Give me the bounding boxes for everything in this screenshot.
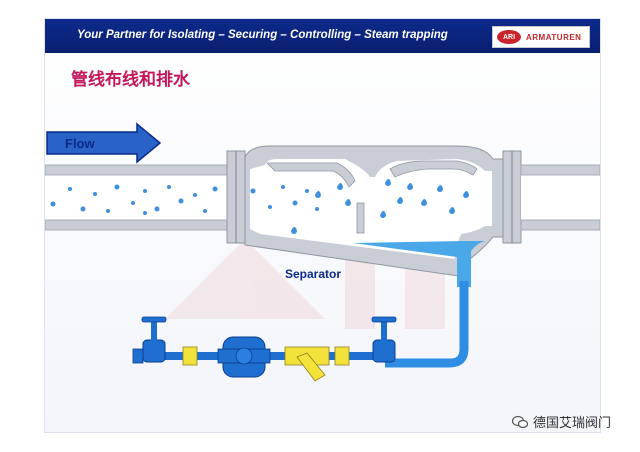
- collected-water: [353, 241, 485, 287]
- strainer-icon: [284, 346, 330, 382]
- wechat-icon: [512, 415, 528, 428]
- armaturen-wordmark: ARMATUREN: [526, 32, 582, 42]
- slide: Your Partner for Isolating – Securing – …: [44, 18, 601, 433]
- banner-tagline: Your Partner for Isolating – Securing – …: [77, 29, 448, 41]
- union-fitting: [334, 346, 350, 366]
- watermark-text: 德国艾瑞阀门: [533, 416, 612, 431]
- separator-label: Separator: [285, 267, 342, 281]
- header-banner: Your Partner for Isolating – Securing – …: [45, 19, 600, 53]
- ari-logo-mark: ARI: [497, 30, 521, 44]
- outlet-pipe-top-wall: [520, 164, 600, 176]
- union-fitting: [182, 346, 198, 366]
- outlet-pipe-bore: [521, 175, 600, 220]
- water-drops: [291, 179, 469, 234]
- separator-diagram: [45, 122, 600, 382]
- inlet-pipe-top-wall: [45, 164, 228, 176]
- gate-valve-icon: [132, 316, 167, 364]
- flow-arrow-icon: [46, 122, 162, 164]
- steam-droplets: [50, 184, 319, 215]
- steam-trap-icon: [217, 336, 271, 378]
- separator-baffle-right: [389, 160, 478, 178]
- separator-center-post: [356, 202, 365, 234]
- outlet-pipe-bottom-wall: [520, 219, 600, 231]
- flow-label: Flow: [65, 136, 95, 151]
- inlet-pipe-bottom-wall: [45, 219, 228, 231]
- drain-line: [385, 281, 469, 368]
- ari-armaturen-logo: ARI ARMATUREN: [492, 26, 590, 48]
- separator-chamber: [250, 159, 492, 259]
- inlet-pipe-bore: [45, 175, 227, 220]
- separator-baffle-left: [266, 162, 356, 188]
- gate-valve-icon: [371, 316, 397, 363]
- slide-title: 管线布线和排水: [71, 70, 190, 90]
- wechat-watermark: 德国艾瑞阀门: [512, 412, 611, 431]
